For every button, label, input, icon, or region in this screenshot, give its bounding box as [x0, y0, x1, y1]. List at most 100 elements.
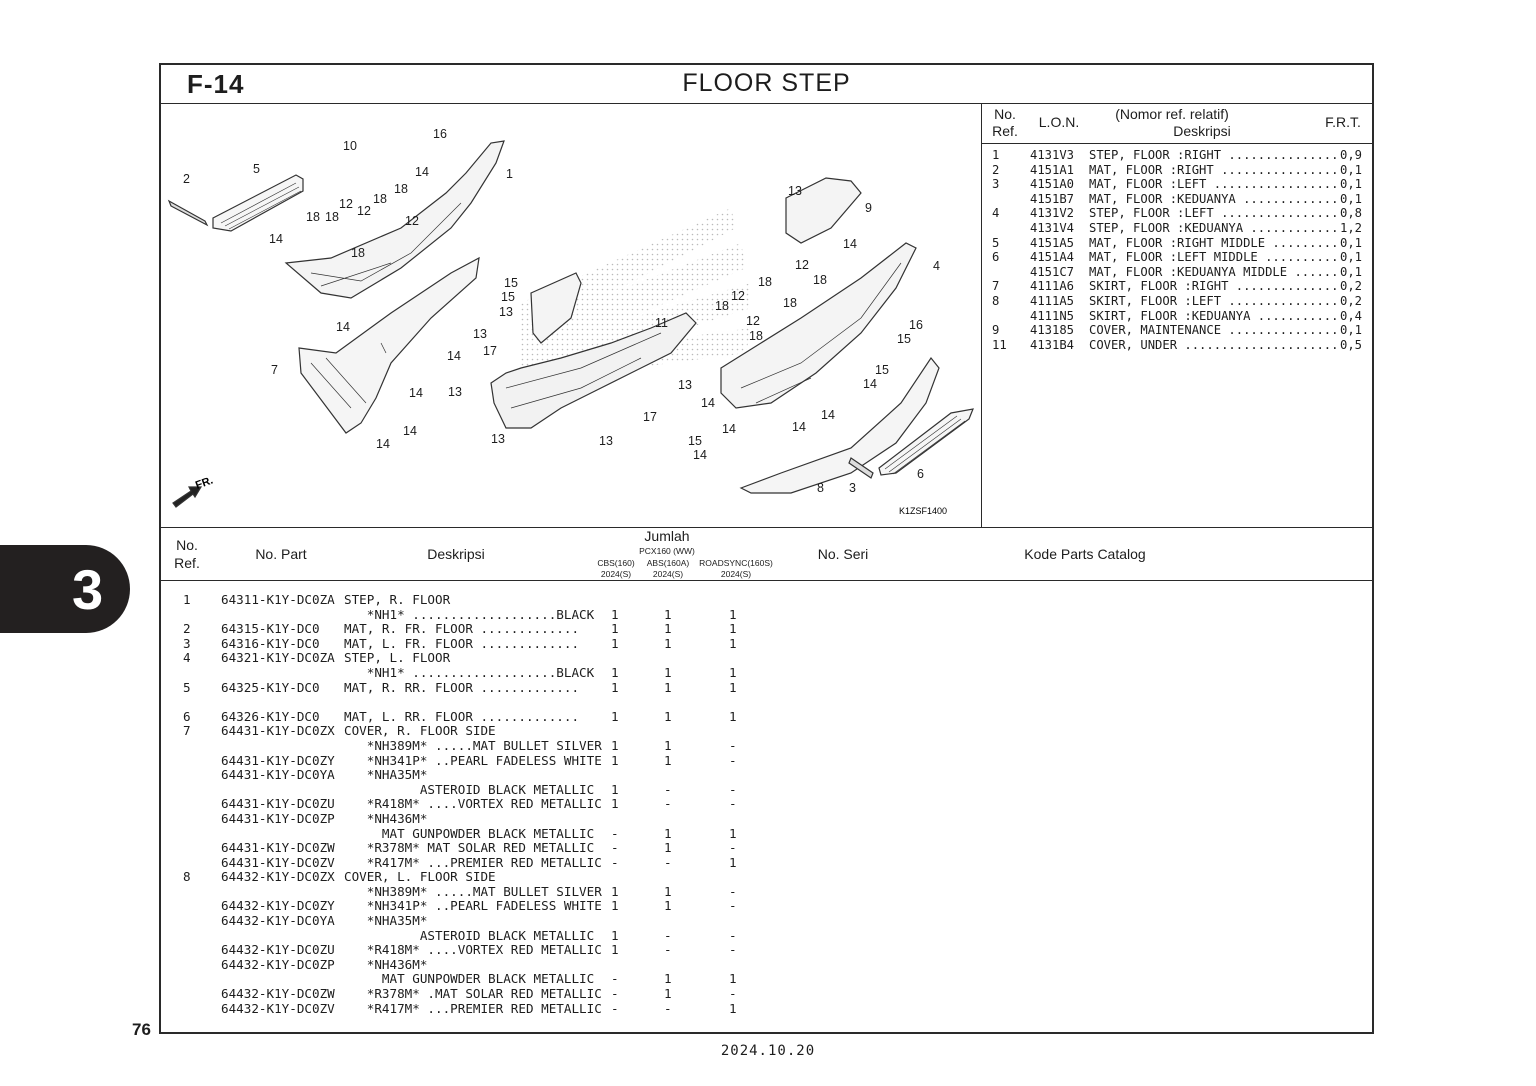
- svg-text:18: 18: [749, 329, 763, 343]
- part-description: *R418M* ....VORTEX RED METALLIC: [344, 942, 602, 958]
- part-description: *NH436M*: [344, 956, 428, 972]
- part-8-skirt-left: [739, 356, 940, 494]
- page-title: FLOOR STEP: [682, 69, 851, 97]
- svg-text:15: 15: [504, 276, 518, 290]
- section-tab: 3: [0, 545, 130, 633]
- part-description: *R418M* ....VORTEX RED METALLIC: [344, 796, 602, 812]
- frt-header: No. Ref. L.O.N. (Nomor ref. relatif) Des…: [982, 103, 1374, 144]
- qty-abs: -: [664, 942, 672, 958]
- qty-abs: -: [664, 781, 672, 797]
- part-description: ASTEROID BLACK METALLIC: [344, 781, 595, 797]
- frt-desc: MAT, FLOOR :LEFT MIDDLE ..........: [1089, 250, 1339, 265]
- svg-text:18: 18: [325, 210, 339, 224]
- part-number: 64325-K1Y-DC0: [221, 679, 320, 695]
- frt-lon: 413185: [1030, 323, 1075, 338]
- svg-text:18: 18: [351, 246, 365, 260]
- figure-code: F-14: [187, 69, 245, 99]
- frt-header-lon: L.O.N.: [1038, 114, 1080, 130]
- qty-roadsync: -: [729, 737, 737, 753]
- front-marker: FR.: [194, 474, 215, 491]
- svg-text:18: 18: [783, 296, 797, 310]
- parts-header-no: No.: [176, 537, 198, 553]
- svg-text:18: 18: [394, 182, 408, 196]
- part-number: 64326-K1Y-DC0: [221, 708, 320, 724]
- qty-cbs: 1: [611, 796, 619, 812]
- svg-text:13: 13: [788, 184, 802, 198]
- part-ref: 4: [183, 650, 191, 666]
- svg-text:14: 14: [863, 377, 877, 391]
- frt-ref: 6: [992, 250, 1000, 265]
- part-number: 64432-K1Y-DC0ZP: [221, 956, 335, 972]
- frt-desc: SKIRT, FLOOR :LEFT ...............: [1089, 293, 1339, 308]
- frt-ref: 7: [992, 279, 1000, 294]
- frt-desc: COVER, UNDER .....................: [1089, 337, 1339, 352]
- qty-cbs: 1: [611, 898, 619, 914]
- part-2-strip: [167, 199, 209, 227]
- frt-value: 0,1: [1340, 264, 1363, 279]
- svg-text:15: 15: [688, 434, 702, 448]
- svg-text:14: 14: [409, 386, 423, 400]
- frt-lon: 4131V3: [1030, 148, 1075, 162]
- frt-value: 0,1: [1340, 250, 1363, 265]
- frt-desc: STEP, FLOOR :RIGHT ...............: [1089, 148, 1339, 162]
- qty-cbs: 1: [611, 635, 619, 651]
- qty-roadsync: -: [729, 883, 737, 899]
- frt-ref: 2: [992, 162, 1000, 177]
- qty-abs: -: [664, 927, 672, 943]
- svg-text:9: 9: [865, 201, 872, 215]
- table-row: 64431-K1Y-DC0ZP *NH436M*: [161, 811, 1372, 827]
- part-description: ASTEROID BLACK METALLIC: [344, 927, 595, 943]
- qty-abs: 1: [664, 621, 672, 637]
- svg-text:14: 14: [792, 420, 806, 434]
- part-description: COVER, R. FLOOR SIDE: [344, 723, 496, 739]
- qty-cbs: 1: [611, 883, 619, 899]
- frt-row: 5 4151A5 MAT, FLOOR :RIGHT MIDDLE ........…: [982, 236, 1374, 251]
- page-number: 76: [132, 1020, 151, 1039]
- svg-text:12: 12: [339, 197, 353, 211]
- qty-cbs: 1: [611, 927, 619, 943]
- part-ref: 7: [183, 723, 191, 739]
- table-row: 64432-K1Y-DC0ZY *NH341P* ..PEARL FADELES…: [161, 899, 1372, 914]
- svg-text:18: 18: [373, 192, 387, 206]
- qty-abs: 1: [664, 986, 672, 1002]
- frt-ref: 5: [992, 235, 1000, 250]
- part-number: 64432-K1Y-DC0ZW: [221, 986, 335, 1002]
- qty-cbs: -: [611, 971, 619, 987]
- svg-text:14: 14: [447, 349, 461, 363]
- qty-abs: 1: [664, 679, 672, 695]
- watermark-logo: [521, 208, 751, 383]
- qty-roadsync: 1: [729, 635, 737, 651]
- parts-header-col2-a: ABS(160A): [646, 558, 690, 568]
- qty-roadsync: 1: [729, 664, 737, 680]
- frt-desc: MAT, FLOOR :KEDUANYA MIDDLE ......: [1089, 264, 1339, 279]
- svg-text:13: 13: [678, 378, 692, 392]
- frt-desc: MAT, FLOOR :RIGHT MIDDLE .........: [1089, 235, 1339, 250]
- part-number: 64432-K1Y-DC0ZV: [221, 1000, 335, 1016]
- svg-text:14: 14: [269, 232, 283, 246]
- parts-header-deskripsi: Deskripsi: [427, 546, 485, 562]
- parts-header-kode: Kode Parts Catalog: [1024, 546, 1146, 562]
- frt-lon: 4151A4: [1030, 250, 1075, 265]
- frt-lon: 4151A5: [1030, 235, 1075, 250]
- frt-desc: MAT, FLOOR :KEDUANYA .............: [1089, 191, 1339, 206]
- frt-desc: STEP, FLOOR :KEDUANYA ............: [1089, 220, 1339, 235]
- part-description: *NH1* ...................BLACK: [344, 664, 595, 680]
- part-number: 64432-K1Y-DC0ZX: [221, 869, 335, 885]
- svg-text:14: 14: [403, 424, 417, 438]
- part-number: 64315-K1Y-DC0: [221, 621, 320, 637]
- frt-lon: 4151A0: [1030, 177, 1075, 192]
- qty-abs: 1: [664, 737, 672, 753]
- part-description: COVER, L. FLOOR SIDE: [344, 869, 496, 885]
- part-7-skirt-right: [298, 256, 480, 434]
- svg-text:13: 13: [473, 327, 487, 341]
